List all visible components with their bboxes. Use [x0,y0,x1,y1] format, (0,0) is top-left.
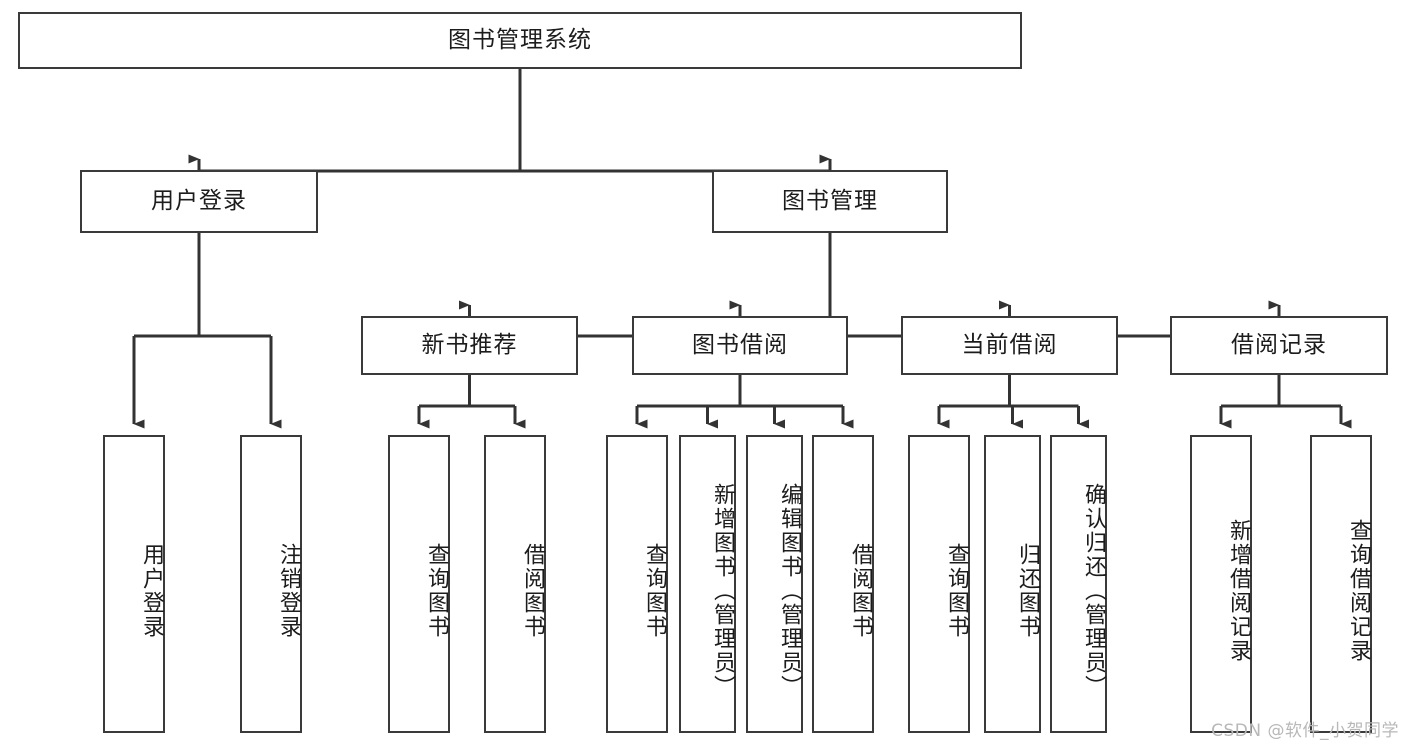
node-leaf-user-login[interactable]: 用户登录 [103,435,165,733]
node-book-manage[interactable]: 图书管理 [712,170,948,233]
node-label-borrow-record: 借阅记录 [1231,331,1327,358]
node-label-leaf-borrow-book-1: 借阅图书 [520,543,545,639]
node-leaf-borrow-book-2[interactable]: 借阅图书 [812,435,874,733]
node-label-user-login: 用户登录 [151,187,247,214]
node-label-leaf-add-record: 新增借阅记录 [1226,519,1251,663]
node-leaf-add-book[interactable]: 新增图书（管理员） [679,435,736,733]
node-label-leaf-confirm-return: 确认归还（管理员） [1081,483,1106,699]
node-leaf-query-record[interactable]: 查询借阅记录 [1310,435,1372,733]
node-user-login[interactable]: 用户登录 [80,170,318,233]
node-leaf-query-book-1[interactable]: 查询图书 [388,435,450,733]
node-leaf-confirm-return[interactable]: 确认归还（管理员） [1050,435,1107,733]
node-label-new-book-rec: 新书推荐 [421,331,518,358]
node-leaf-query-book-3[interactable]: 查询图书 [908,435,970,733]
node-new-book-rec[interactable]: 新书推荐 [361,316,578,375]
node-label-root: 图书管理系统 [448,26,592,53]
node-label-leaf-add-book: 新增图书（管理员） [710,483,735,699]
node-label-book-borrow: 图书借阅 [692,331,788,358]
node-label-leaf-query-book-2: 查询图书 [642,543,667,639]
node-book-borrow[interactable]: 图书借阅 [632,316,848,375]
node-leaf-return-book[interactable]: 归还图书 [984,435,1041,733]
node-label-leaf-user-logout: 注销登录 [276,543,301,639]
node-current-borrow[interactable]: 当前借阅 [901,316,1118,375]
node-label-current-borrow: 当前借阅 [961,331,1058,358]
node-leaf-add-record[interactable]: 新增借阅记录 [1190,435,1252,733]
node-label-book-manage: 图书管理 [782,187,878,214]
node-leaf-edit-book[interactable]: 编辑图书（管理员） [746,435,803,733]
node-leaf-query-book-2[interactable]: 查询图书 [606,435,668,733]
node-leaf-borrow-book-1[interactable]: 借阅图书 [484,435,546,733]
node-label-leaf-return-book: 归还图书 [1015,543,1040,639]
node-leaf-user-logout[interactable]: 注销登录 [240,435,302,733]
node-label-leaf-query-book-1: 查询图书 [424,543,449,639]
node-borrow-record[interactable]: 借阅记录 [1170,316,1388,375]
node-root[interactable]: 图书管理系统 [18,12,1022,69]
node-label-leaf-query-book-3: 查询图书 [944,543,969,639]
node-label-leaf-borrow-book-2: 借阅图书 [848,543,873,639]
node-label-leaf-query-record: 查询借阅记录 [1346,519,1371,663]
node-label-leaf-edit-book: 编辑图书（管理员） [777,483,802,699]
node-label-leaf-user-login: 用户登录 [139,543,164,639]
